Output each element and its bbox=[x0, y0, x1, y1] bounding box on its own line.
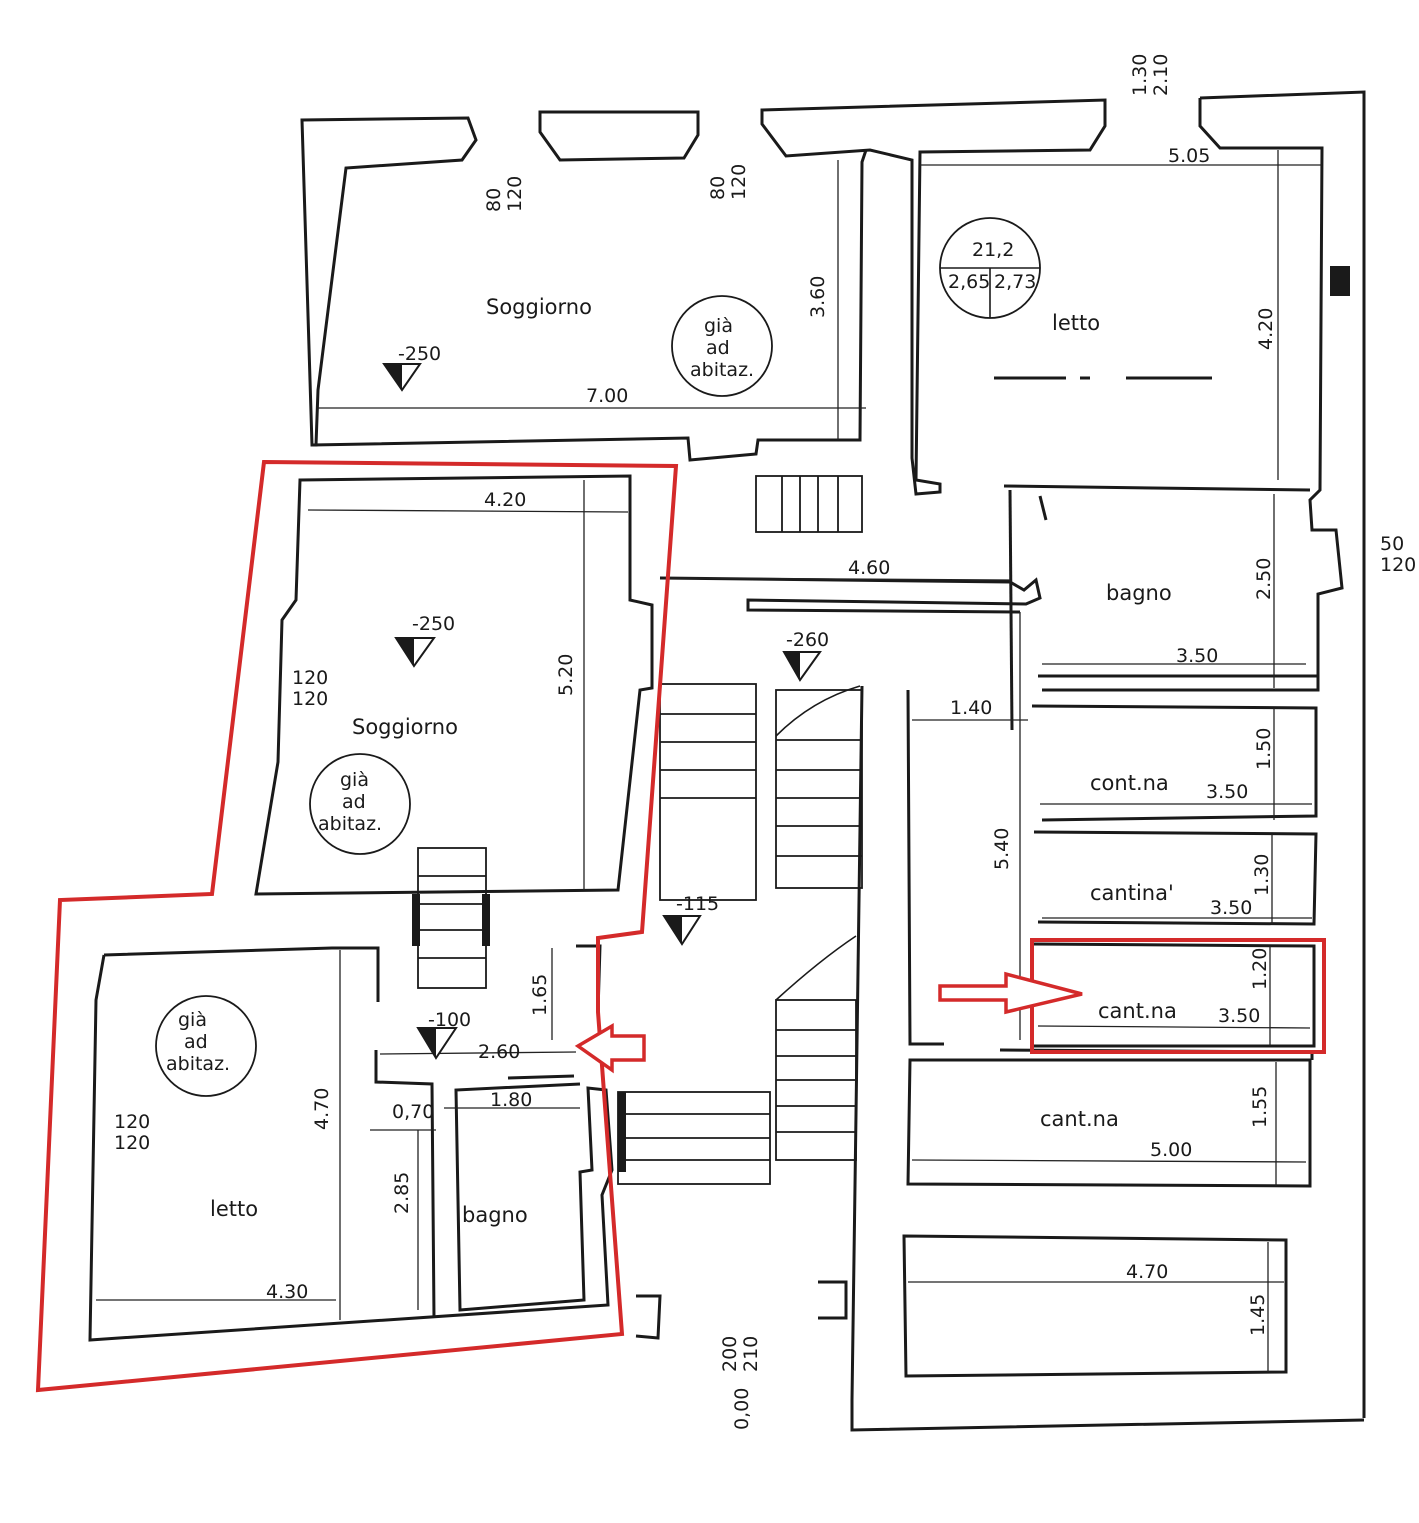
cantina-1-depth: 1.50 bbox=[1253, 728, 1275, 770]
bagno-right-width: 3.50 bbox=[1176, 645, 1218, 667]
cantina-3-width: 3.50 bbox=[1218, 1005, 1260, 1027]
cantina-4-width: 5.00 bbox=[1150, 1139, 1192, 1161]
upper-left-depth: 3.60 bbox=[807, 276, 829, 318]
upper-right-room-label: letto bbox=[1052, 311, 1100, 335]
level-marker-upper bbox=[382, 363, 422, 392]
entrance-door: 200210 bbox=[719, 1336, 762, 1372]
upper-left-level: -250 bbox=[398, 343, 441, 365]
entry-level: -100 bbox=[428, 1009, 471, 1031]
stamp-letto-line1: già bbox=[178, 1009, 207, 1031]
bottom-right-width: 4.70 bbox=[1126, 1261, 1168, 1283]
soggiorno-width: 4.20 bbox=[484, 489, 526, 511]
upper-left-room-label: Soggiorno bbox=[486, 295, 592, 319]
cantina-3-label: cant.na bbox=[1098, 999, 1177, 1023]
letto-label: letto bbox=[210, 1197, 258, 1221]
bagno-right-depth: 2.50 bbox=[1253, 558, 1275, 600]
cantina-1-width: 3.50 bbox=[1206, 781, 1248, 803]
stamp-circle-soggiorno bbox=[309, 753, 411, 855]
labels: Soggiorno -250 7.00 3.60 80120 80120 già… bbox=[114, 54, 1416, 1430]
stamp-letto-line3: abitaz. bbox=[166, 1053, 230, 1075]
stamp-upper-line2: ad bbox=[706, 337, 730, 359]
walls bbox=[88, 90, 1366, 1432]
corridor-gap: 1.40 bbox=[950, 697, 992, 719]
window-left-label: 80120 bbox=[483, 176, 526, 212]
level-marker-entry bbox=[416, 1027, 458, 1060]
upper-left-width: 7.00 bbox=[586, 385, 628, 407]
entry-height: 1.65 bbox=[529, 974, 551, 1016]
soggiorno-level: -250 bbox=[412, 613, 455, 635]
area-circle-top: 21,2 bbox=[972, 239, 1014, 261]
cantina-4-label: cant.na bbox=[1040, 1107, 1119, 1131]
bagno-left-label: bagno bbox=[462, 1203, 528, 1227]
level-markers bbox=[382, 363, 822, 1060]
level-marker-corridor bbox=[782, 651, 822, 682]
area-circle-bottom-right: 2,73 bbox=[994, 271, 1036, 293]
stamp-soggiorno-line2: ad bbox=[342, 791, 366, 813]
corridor-level: -260 bbox=[786, 629, 829, 651]
bagno-left-hall: 0,70 bbox=[392, 1101, 434, 1123]
stamp-circle-upper bbox=[671, 295, 773, 397]
cantina-4-depth: 1.55 bbox=[1249, 1086, 1271, 1128]
cantina-3-depth: 1.20 bbox=[1249, 948, 1271, 990]
soggiorno-depth: 5.20 bbox=[555, 654, 577, 696]
dimension-lines bbox=[96, 150, 1322, 1372]
stamp-soggiorno-line3: abitaz. bbox=[318, 813, 382, 835]
cantina-2-width: 3.50 bbox=[1210, 897, 1252, 919]
bagno-left-depth: 2.85 bbox=[391, 1172, 413, 1214]
stamp-circle-letto bbox=[155, 995, 257, 1097]
arrow-to-entry bbox=[574, 1022, 646, 1074]
letto-width: 4.30 bbox=[266, 1281, 308, 1303]
stamp-upper-line1: già bbox=[704, 315, 733, 337]
entrance-level: 0,00 bbox=[731, 1388, 753, 1430]
letto-depth: 4.70 bbox=[311, 1088, 333, 1130]
apartment-outline bbox=[35, 459, 679, 1393]
cantina-2-label: cantina' bbox=[1090, 881, 1174, 905]
area-circle-bottom-left: 2,65 bbox=[948, 271, 990, 293]
bottom-right-depth: 1.45 bbox=[1247, 1294, 1269, 1336]
highlights bbox=[35, 459, 1326, 1393]
arrow-to-cantina bbox=[938, 971, 1083, 1015]
window-right-label: 80120 bbox=[707, 164, 750, 200]
cantina-2-depth: 1.30 bbox=[1251, 854, 1273, 896]
bagno-right-label: bagno bbox=[1106, 581, 1172, 605]
soggiorno-label: Soggiorno bbox=[352, 715, 458, 739]
corridor-level-mid: -115 bbox=[676, 893, 719, 915]
stamp-letto-line2: ad bbox=[184, 1031, 208, 1053]
level-marker-mid bbox=[662, 915, 702, 946]
entry-width: 2.60 bbox=[478, 1041, 520, 1063]
upper-right-window-label: 1.302.10 bbox=[1129, 54, 1172, 96]
stairs bbox=[412, 475, 863, 1185]
cantina-1-label: cont.na bbox=[1090, 771, 1169, 795]
upper-right-width: 5.05 bbox=[1168, 145, 1210, 167]
bagno-left-width: 1.80 bbox=[490, 1089, 532, 1111]
stamp-upper-line3: abitaz. bbox=[690, 359, 754, 381]
stamp-soggiorno-line1: già bbox=[340, 769, 369, 791]
chimney-mark bbox=[1330, 266, 1350, 296]
upper-right-depth: 4.20 bbox=[1255, 308, 1277, 350]
corridor-height: 5.40 bbox=[991, 828, 1013, 870]
level-marker-soggiorno bbox=[394, 637, 436, 668]
corridor-width: 4.60 bbox=[848, 557, 890, 579]
